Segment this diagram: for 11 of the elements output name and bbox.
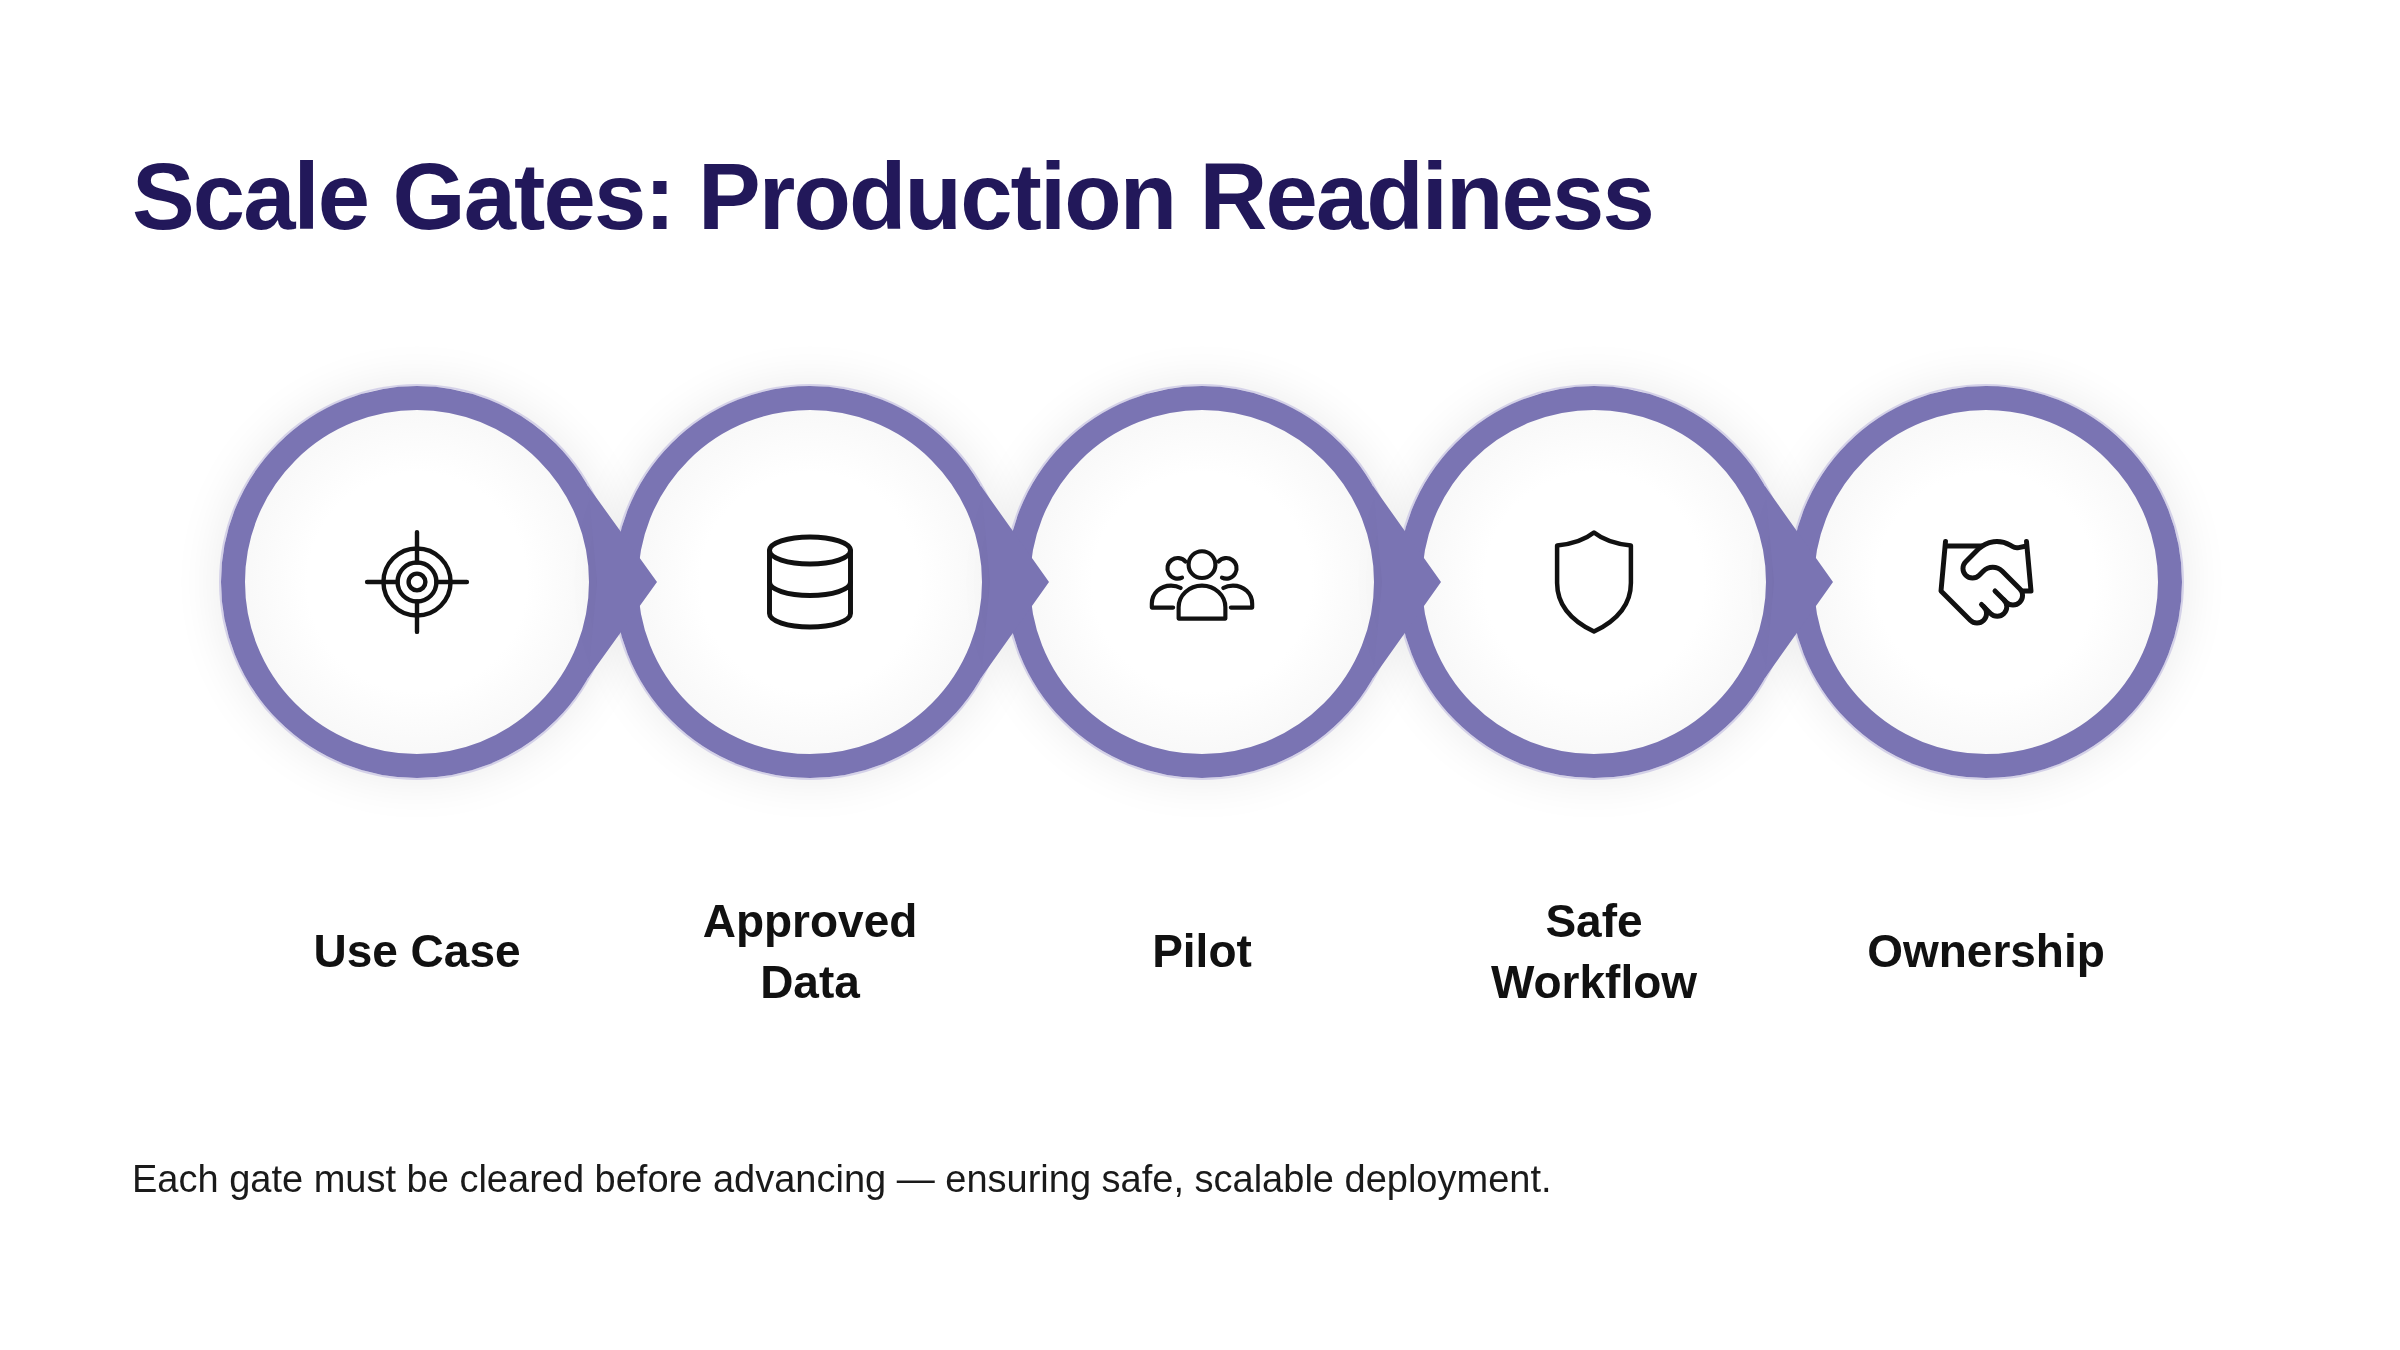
gate-label: Ownership [1867, 924, 2105, 980]
caption: Each gate must be cleared before advancing — ensuring safe, scalable deployment. [132, 1160, 1552, 1198]
gate-label: Approved Data [701, 893, 919, 1010]
gate-label: Pilot [1152, 924, 1252, 980]
gate-label: Safe Workflow [1489, 893, 1699, 1010]
gate-label: Use Case [313, 924, 521, 980]
chevron-arrow [980, 486, 1049, 678]
title: Scale Gates: Production Readiness [132, 150, 1653, 244]
chevron-arrow [587, 486, 657, 678]
chevron-arrow [1764, 486, 1833, 678]
chevron-arrow [1372, 486, 1441, 678]
